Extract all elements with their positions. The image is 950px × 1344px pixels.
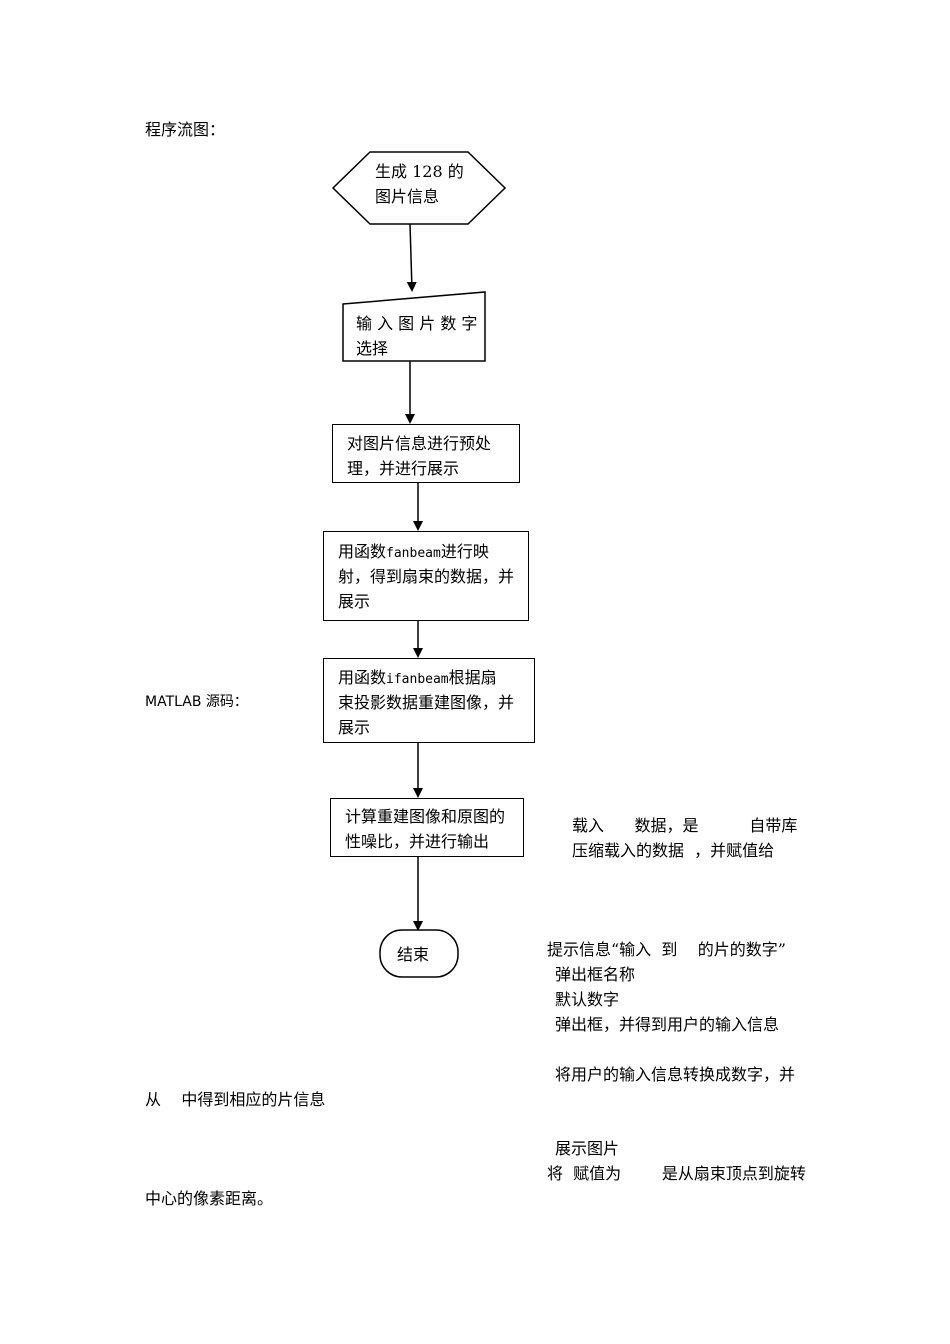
matlab-title: MATLAB 源码： (145, 694, 248, 710)
note-convert-number: 将用户的输入信息转换成数字，并 (555, 1065, 796, 1084)
ifanbeam-node: 用函数ifanbeam根据扇 束投影数据重建图像，并 展示 (323, 658, 535, 743)
end-node-label: 结束 (397, 945, 430, 964)
note-show-picture: 展示图片 (555, 1139, 620, 1158)
fanbeam-line1: 用函数fanbeam进行映 (338, 542, 489, 561)
snr-node: 计算重建图像和原图的 性噪比，并进行输出 (330, 798, 524, 857)
input-node-line1: 输 入 图 片 数 字 (356, 314, 478, 333)
flow-title: 程序流图： (145, 120, 226, 139)
arrow-start-to-input (406, 223, 417, 292)
note-default-number: 默认数字 (555, 990, 620, 1009)
start-node-line2: 图片信息 (375, 187, 440, 206)
preprocess-line2: 理，并进行展示 (347, 459, 460, 478)
note-dialog-name: 弹出框名称 (555, 965, 636, 984)
fanbeam-node: 用函数fanbeam进行映 射，得到扇束的数据，并 展示 (323, 531, 529, 621)
ifanbeam-line3: 展示 (338, 718, 371, 737)
start-hexagon-shape (331, 151, 507, 225)
input-manual-shape (342, 291, 486, 362)
note-load-data: 载入 数据，是 自带库 (572, 816, 798, 835)
fanbeam-line2: 射，得到扇束的数据，并 (338, 567, 515, 586)
start-node-line1: 生成 128 的 (375, 162, 464, 181)
input-node-line2: 选择 (356, 339, 389, 358)
note-pixel-distance: 中心的像素距离。 (145, 1189, 274, 1208)
fanbeam-line3: 展示 (338, 592, 371, 611)
note-assign-distance: 将 赋值为 是从扇束顶点到旋转 (547, 1164, 806, 1183)
preprocess-node: 对图片信息进行预处 理，并进行展示 (332, 424, 520, 483)
fanbeam-function-name: fanbeam (386, 546, 441, 561)
ifanbeam-function-name: ifanbeam (386, 672, 449, 687)
note-prompt-info: 提示信息“输入 到 的片的数字” (547, 940, 786, 959)
note-get-picture-info: 从 中得到相应的片信息 (145, 1090, 326, 1109)
ifanbeam-line1: 用函数ifanbeam根据扇 (338, 668, 497, 687)
ifanbeam-line2: 束投影数据重建图像，并 (338, 693, 515, 712)
note-compress-assign: 压缩载入的数据 ，并赋值给 (572, 841, 775, 860)
snr-line1: 计算重建图像和原图的 (345, 807, 506, 826)
preprocess-line1: 对图片信息进行预处 (347, 434, 492, 453)
note-dialog-input: 弹出框，并得到用户的输入信息 (555, 1015, 780, 1034)
snr-line2: 性噪比，并进行输出 (345, 832, 490, 851)
